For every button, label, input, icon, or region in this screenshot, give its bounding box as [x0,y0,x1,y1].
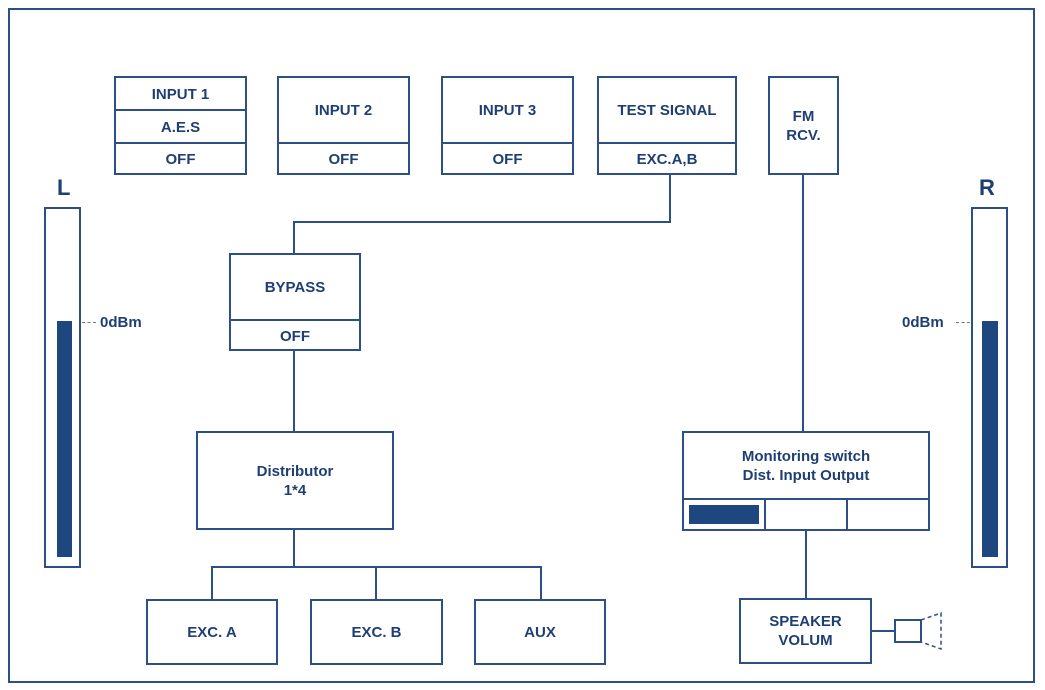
bypass-title: BYPASS [264,278,326,296]
diagram-frame [8,8,1035,683]
output-exc-b: EXC. B [310,599,443,665]
input-3-title: INPUT 3 [478,101,537,119]
wire-to-exc-a [211,566,213,600]
input-1-format: A.E.S [116,109,245,143]
monitoring-switch-title: Monitoring switch Dist. Input Output [741,447,871,484]
right-level-meter [971,207,1008,568]
input-3-block[interactable]: INPUT 3 OFF [441,76,574,175]
speaker-volume-title: SPEAKER VOLUM [769,613,842,649]
input-2-block[interactable]: INPUT 2 OFF [277,76,410,175]
wire-bypass-distributor [293,350,295,432]
fm-rcv-title: FM RCV. [786,107,821,144]
speaker-volume-block[interactable]: SPEAKER VOLUM [739,598,872,664]
fm-rcv-block[interactable]: FM RCV. [768,76,839,175]
monitoring-switch-divider [684,498,928,500]
bypass-status: OFF [231,319,359,351]
bypass-block[interactable]: BYPASS OFF [229,253,361,351]
left-level-meter [44,207,81,568]
monitor-segment-dist[interactable] [684,500,766,529]
left-0dbm-label: 0dBm [100,314,142,331]
output-exc-b-label: EXC. B [351,623,402,641]
output-aux-label: AUX [524,623,556,641]
input-3-status: OFF [443,142,572,175]
wire-test-down [669,175,671,222]
input-1-block[interactable]: INPUT 1 A.E.S OFF [114,76,247,175]
input-2-status: OFF [279,142,408,175]
right-0dbm-label: 0dBm [902,314,944,331]
test-signal-block[interactable]: TEST SIGNAL EXC.A,B [597,76,737,175]
test-signal-status: EXC.A,B [599,142,735,175]
output-exc-a-label: EXC. A [187,623,237,641]
distributor-title: Distributor 1*4 [256,462,334,499]
wire-monitor-speaker [805,530,807,599]
monitor-segment-input[interactable] [766,500,848,529]
input-2-title: INPUT 2 [314,101,373,119]
right-meter-label: R [979,175,995,200]
right-0dbm-tick [956,322,970,323]
wire-distributor-down [293,529,295,567]
monitoring-switch-block: Monitoring switch Dist. Input Output [682,431,930,531]
wire-to-aux [540,566,542,600]
input-1-title: INPUT 1 [151,85,210,103]
wire-to-bypass [293,221,295,254]
wire-test-horizontal [293,221,671,223]
input-1-status: OFF [116,142,245,175]
wire-to-exc-b [375,566,377,600]
left-meter-label: L [57,175,71,200]
left-0dbm-tick [82,322,96,323]
wire-fm-monitor [802,175,804,432]
monitor-segment-selected-indicator [689,505,759,524]
right-meter-fill [982,321,998,557]
test-signal-title: TEST SIGNAL [617,101,717,119]
wire-speaker-icon [871,630,895,632]
output-exc-a: EXC. A [146,599,278,665]
distributor-block: Distributor 1*4 [196,431,394,530]
left-meter-fill [57,321,72,557]
output-aux: AUX [474,599,606,665]
